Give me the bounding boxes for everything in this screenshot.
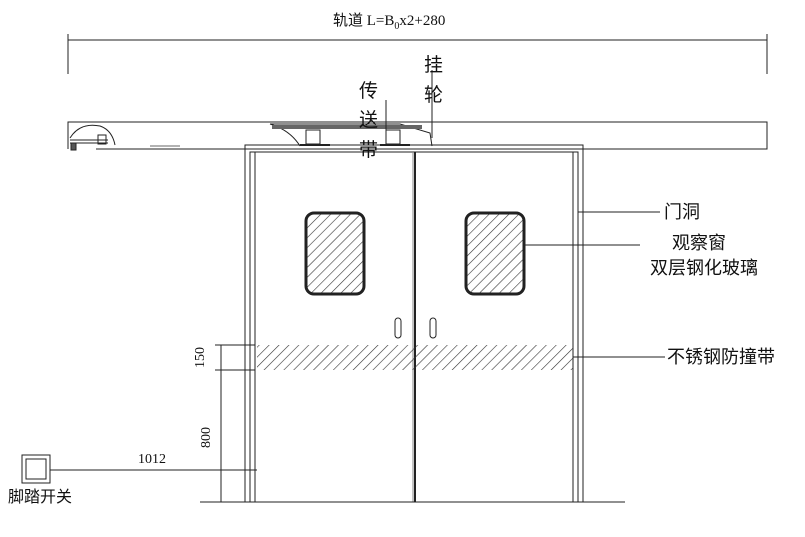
bumper-strip [257,345,573,370]
track-dimension-line [67,34,768,74]
door-opening-label: 门洞 [664,202,700,222]
hanger-wheel-label-2: 轮 [424,85,444,106]
track-label-suffix: x2+280 [399,13,446,29]
track-length-label: 轨道 L=B0x2+280 [333,14,445,32]
conveyor-label-1: 传 [359,81,379,102]
track-rail [67,121,768,151]
glass-label: 双层钢化玻璃 [650,258,758,278]
conveyor-label-2: 送 [359,110,379,131]
band-elevation-dimension: 800 [199,427,214,448]
vertical-dimensions [215,344,255,502]
band-height-dimension: 150 [193,347,208,368]
left-window [304,211,366,296]
conveyor-belt-mechanism [269,70,433,147]
right-window [464,211,526,296]
switch-distance-dimension: 1012 [138,452,166,467]
foot-switch-icon [21,454,51,484]
conveyor-label-3: 带 [359,140,379,161]
hanger-wheel-label-1: 挂 [424,55,444,76]
bumper-strip-label: 不锈钢防撞带 [667,347,775,367]
observation-window-label: 观察窗 [672,233,726,253]
right-handle [429,317,437,339]
track-label-prefix: 轨道 L=B [333,13,395,29]
track-label-sub: 0 [394,21,400,32]
foot-switch-label: 脚踏开关 [8,489,73,506]
left-handle [394,317,402,339]
